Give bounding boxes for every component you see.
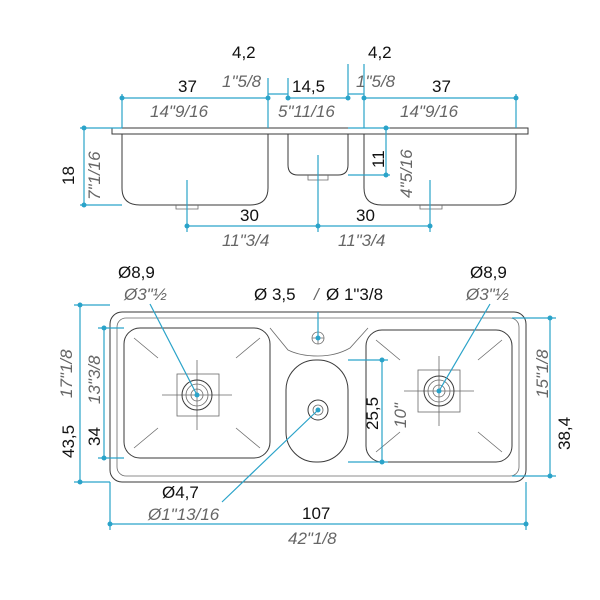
right-drain-strainer-inner xyxy=(427,379,451,403)
dim-dot xyxy=(101,325,107,331)
side-left-bowl xyxy=(121,134,269,206)
right-gap-metric: 4,2 xyxy=(368,43,392,62)
dim-dot xyxy=(379,459,385,465)
drain-left-metric: 30 xyxy=(240,206,259,225)
mid-bowl-depth-imperial: 10" xyxy=(391,402,410,428)
right-bowl-depth-metric: 38,4 xyxy=(555,417,574,450)
dim-dot xyxy=(77,479,83,485)
dim-drain-spacing-line xyxy=(186,155,431,232)
right-drain-imperial: Ø3"½ xyxy=(465,285,509,304)
depth-main-metric: 18 xyxy=(59,166,78,185)
side-right-drain xyxy=(419,205,443,210)
mid-bowl-imperial: 5"11/16 xyxy=(278,102,335,121)
dim-dot xyxy=(383,172,389,178)
dim-dot xyxy=(77,302,83,308)
dim-dot xyxy=(547,315,553,321)
dim-dot xyxy=(315,407,321,413)
left-drain-metric: Ø8,9 xyxy=(118,263,155,282)
left-drain-strainer xyxy=(181,379,213,411)
left-bowl-slopes xyxy=(133,337,261,449)
side-dimensions xyxy=(80,64,519,232)
mid-bowl-metric: 14,5 xyxy=(292,77,325,96)
total-width-metric: 107 xyxy=(302,504,330,523)
small-drain-imperial: Ø1"13/16 xyxy=(147,505,220,524)
dim-dot xyxy=(81,202,87,208)
right-bowl-imperial: 14"9/16 xyxy=(400,102,459,121)
depth-main-imperial: 7"1/16 xyxy=(85,151,104,200)
right-bowl-slopes xyxy=(375,339,503,453)
dim-dot xyxy=(436,388,442,394)
dim-dot xyxy=(547,473,553,479)
side-labels: 4,2 1"5/8 4,2 1"5/8 37 14"9/16 14,5 5"11… xyxy=(59,43,459,250)
top-dimensions xyxy=(74,302,556,530)
dim-dot xyxy=(379,357,385,363)
depth-mid-metric: 11 xyxy=(369,150,388,168)
tap-hole-metric: Ø 3,5 xyxy=(254,285,296,304)
left-drain-imperial: Ø3"½ xyxy=(123,285,167,304)
drain-left-imperial: 11"3/4 xyxy=(222,231,269,250)
top-mid-bowl xyxy=(285,359,349,463)
drain-right-imperial: 11"3/4 xyxy=(338,231,385,250)
right-drain-leader xyxy=(438,303,491,392)
right-bowl-depth-imperial: 15"1/8 xyxy=(533,349,552,398)
left-bowl-imperial: 14"9/16 xyxy=(150,102,209,121)
side-right-bowl xyxy=(363,134,517,206)
left-drain-strainer-core xyxy=(190,388,204,402)
small-drain-leader xyxy=(221,409,319,503)
dim-dot xyxy=(285,95,291,101)
drain-right-metric: 30 xyxy=(356,206,375,225)
dim-dot xyxy=(265,95,271,101)
small-drain-metric: Ø4,7 xyxy=(162,483,199,502)
dim-dot xyxy=(345,95,351,101)
dim-left-gap-line xyxy=(267,78,289,128)
depth-mid-imperial: 4"5/16 xyxy=(397,149,416,198)
left-gap-imperial: 1"5/8 xyxy=(222,72,262,91)
left-gap-metric: 4,2 xyxy=(232,43,256,62)
dim-dot xyxy=(81,125,87,131)
dim-dot xyxy=(513,95,519,101)
dim-dot xyxy=(427,223,433,229)
total-depth-metric: 43,5 xyxy=(59,425,78,458)
left-bowl-depth-metric: 34 xyxy=(85,427,104,446)
tap-hole-imperial: Ø 1"3/8 xyxy=(326,285,383,304)
left-drain-strainer-inner xyxy=(185,383,209,407)
left-drain-leader xyxy=(149,303,198,396)
top-right-bowl xyxy=(365,329,513,463)
dim-dot xyxy=(184,223,190,229)
right-bowl-metric: 37 xyxy=(432,77,451,96)
top-labels: Ø8,9 Ø3"½ Ø8,9 Ø3"½ Ø 3,5 / Ø 1"3/8 Ø4,7… xyxy=(57,263,574,548)
right-drain-strainer-core xyxy=(432,384,446,398)
side-view xyxy=(111,127,529,210)
total-width-imperial: 42"1/8 xyxy=(288,529,337,548)
dim-dot xyxy=(194,392,200,398)
top-tap-plinth xyxy=(269,327,369,357)
dim-dot xyxy=(119,95,125,101)
left-bowl-metric: 37 xyxy=(178,77,197,96)
right-drain-strainer xyxy=(423,375,455,407)
right-gap-imperial: 1"5/8 xyxy=(356,72,396,91)
small-drain-inner xyxy=(312,404,324,416)
left-bowl-depth-imperial: 13"3/8 xyxy=(85,355,104,404)
dim-dot xyxy=(383,125,389,131)
dim-dot xyxy=(101,455,107,461)
dim-dot xyxy=(523,521,529,527)
dim-dot xyxy=(315,223,321,229)
small-drain xyxy=(307,399,329,421)
top-left-bowl xyxy=(123,327,271,459)
dim-depth-mid-line xyxy=(348,127,390,176)
dim-dot xyxy=(315,335,321,341)
dim-depth-main-line xyxy=(80,127,122,206)
side-rim xyxy=(111,127,529,135)
total-depth-imperial: 17"1/8 xyxy=(57,349,76,398)
dim-dot xyxy=(361,95,367,101)
tap-hole-separator: / xyxy=(313,285,321,304)
dim-dot xyxy=(107,521,113,527)
right-drain-metric: Ø8,9 xyxy=(470,263,507,282)
mid-bowl-depth-metric: 25,5 xyxy=(363,397,382,430)
